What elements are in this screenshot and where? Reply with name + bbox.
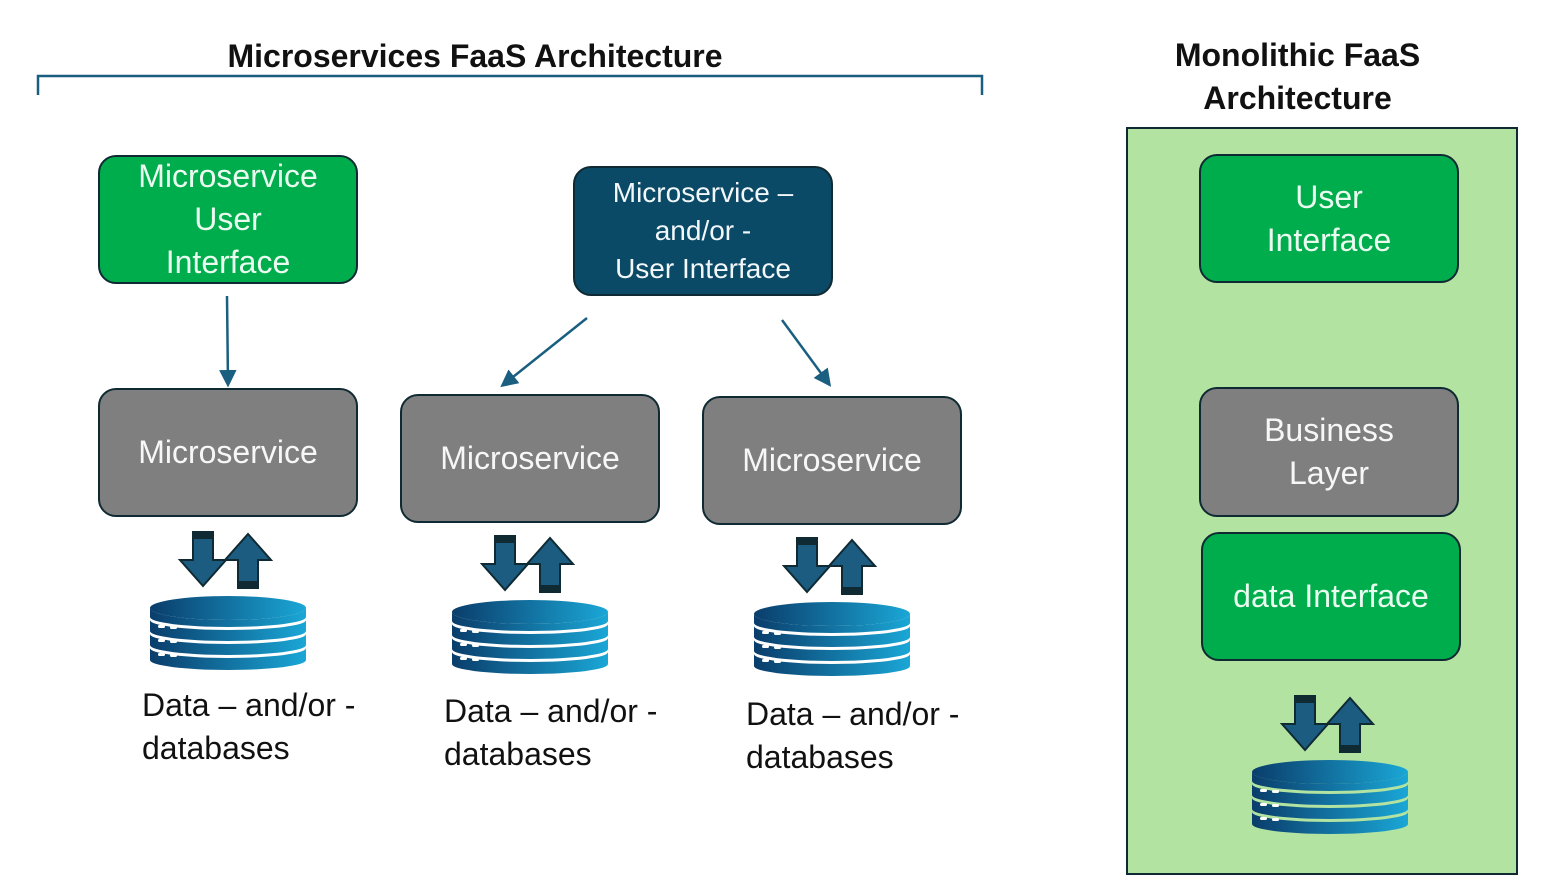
data-label-2: Data – and/or - databases: [444, 693, 658, 772]
arrow-ui-to-microservice-1: [219, 295, 237, 388]
data-label-3: Data – and/or - databases: [746, 696, 960, 775]
data-interface-box: data Interface: [1201, 532, 1461, 661]
monolithic-ui-box: User Interface: [1199, 154, 1459, 283]
shared-microservice-ui-box: Microservice – and/or - User Interface: [573, 166, 833, 296]
database-icon-2: [450, 534, 610, 674]
microservice-box-1: Microservice: [98, 388, 358, 517]
database-icon-monolithic: [1250, 694, 1410, 834]
microservice-box-2: Microservice: [400, 394, 660, 523]
microservices-bracket: [36, 74, 984, 95]
data-label-1: Data – and/or - databases: [142, 687, 356, 766]
microservice-ui-box: Microservice User Interface: [98, 155, 358, 284]
database-icon-3: [752, 536, 912, 676]
microservices-title: Microservices FaaS Architecture: [227, 38, 723, 74]
business-layer-box: Business Layer: [1199, 387, 1459, 517]
arrows-shared-ui-to-microservices: [500, 317, 832, 388]
database-icon-1: [148, 530, 308, 670]
monolithic-title: Monolithic FaaS Architecture: [1174, 37, 1421, 116]
microservice-box-3: Microservice: [702, 396, 962, 525]
